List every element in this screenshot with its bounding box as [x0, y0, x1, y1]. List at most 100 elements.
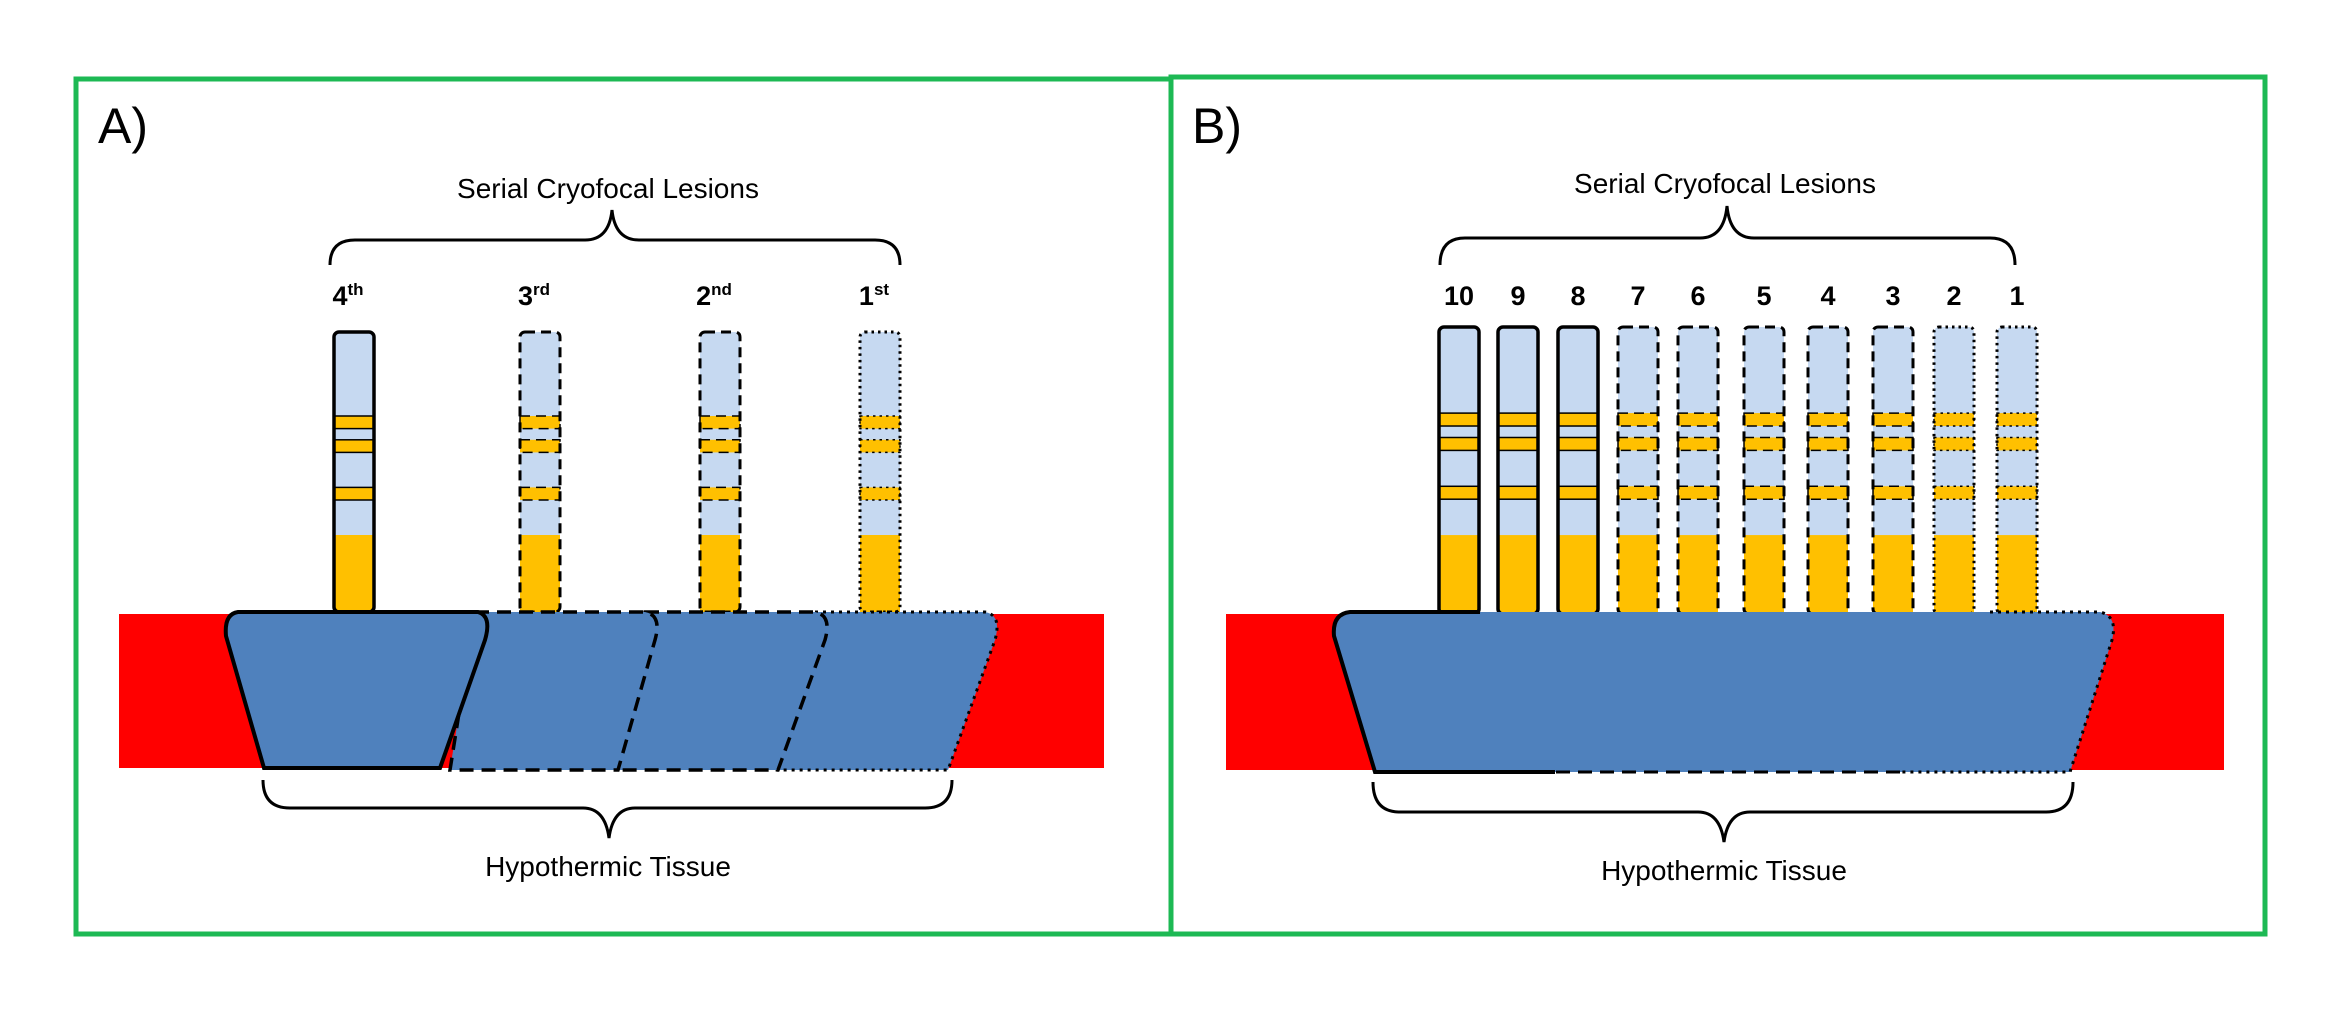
- probe-label: 5: [1756, 281, 1771, 311]
- probe-band-1: [1996, 412, 2038, 427]
- probe-band-1: [519, 415, 561, 430]
- probe-8: 8: [1556, 281, 1600, 616]
- probe-band-2: [519, 439, 561, 454]
- probe-label: 4: [1820, 281, 1835, 311]
- probe-band-1: [1557, 412, 1599, 427]
- probe-band-2: [1497, 436, 1539, 452]
- probe-band-1: [1617, 412, 1659, 427]
- probe-tip: [1498, 535, 1538, 614]
- probe-band-3: [519, 486, 561, 501]
- probe-tip: [860, 535, 900, 612]
- probe-band-1: [1677, 412, 1719, 427]
- probe-outline: [1932, 325, 1976, 616]
- probe-band-2: [699, 439, 741, 454]
- probe-outline: [1995, 325, 2039, 616]
- panel-a-lesion-2nd: [612, 610, 829, 772]
- probe-2nd: 2nd: [696, 280, 742, 614]
- probe-label-superscript: th: [347, 280, 363, 299]
- probe-1: 1: [1995, 281, 2039, 616]
- panel-a-frame: [73, 76, 1174, 937]
- panel-a-lesion-3rd: [447, 610, 659, 772]
- probe-band-3: [1996, 485, 2038, 500]
- probe-band-2: [1933, 436, 1975, 452]
- probe-band-3: [333, 486, 375, 501]
- panel-b-lesion-outline-solid: [1331, 610, 1555, 774]
- probe-label: 7: [1630, 281, 1645, 311]
- probe-band-3: [1807, 485, 1849, 500]
- probe-band-3: [1617, 485, 1659, 500]
- probe-label: 1: [2009, 281, 2024, 311]
- probe-tip: [1744, 535, 1784, 614]
- panel-a-lesion-1st: [773, 610, 999, 772]
- probe-band-1: [1933, 412, 1975, 427]
- probe-tip: [1618, 535, 1658, 614]
- panel-a-bottom-brace: [261, 779, 954, 839]
- probe-band-3: [1677, 485, 1719, 500]
- probe-label: 3rd: [518, 280, 550, 311]
- probe-tip: [520, 535, 560, 612]
- probe-label: 6: [1690, 281, 1705, 311]
- probe-label: 10: [1444, 281, 1474, 311]
- panel-b-bottom-brace-label: Hypothermic Tissue: [1601, 855, 1847, 886]
- probe-band-1: [1743, 412, 1785, 427]
- probe-tip: [1808, 535, 1848, 614]
- probe-band-2: [1617, 436, 1659, 452]
- probe-1st: 1st: [858, 280, 902, 614]
- probe-label: 2nd: [696, 280, 732, 311]
- panel-b-top-brace: [1438, 205, 2017, 266]
- panel-a-lesion-4th: [223, 610, 490, 770]
- probe-tip: [334, 535, 374, 612]
- probe-3rd: 3rd: [518, 280, 562, 614]
- probe-band-2: [1996, 436, 2038, 452]
- probe-tip: [1934, 535, 1974, 614]
- probe-band-1: [1872, 412, 1914, 427]
- probe-outline: [858, 330, 902, 614]
- probe-9: 9: [1496, 281, 1540, 616]
- probe-tip: [1439, 535, 1479, 614]
- probe-tip: [1678, 535, 1718, 614]
- panel-b-probes: 10 9 8 7 6 5 4 3 2 1: [1437, 281, 2039, 616]
- probe-band-2: [1438, 436, 1480, 452]
- probe-label-superscript: rd: [533, 280, 550, 299]
- panel-b-lesion-outline-dotted: [1900, 610, 2115, 774]
- probe-label-superscript: st: [874, 280, 889, 299]
- probe-band-1: [1438, 412, 1480, 427]
- panel-b-bottom-brace: [1371, 781, 2075, 843]
- probe-label-superscript: nd: [711, 280, 732, 299]
- probe-outline: [518, 330, 562, 614]
- probe-band-2: [1557, 436, 1599, 452]
- probe-3: 3: [1871, 281, 1915, 616]
- panel-b-top-brace-label: Serial Cryofocal Lesions: [1574, 168, 1876, 199]
- probe-2: 2: [1932, 281, 1976, 616]
- probe-band-2: [1872, 436, 1914, 452]
- probe-tip: [1873, 535, 1913, 614]
- probe-band-3: [1497, 485, 1539, 500]
- probe-label: 9: [1510, 281, 1525, 311]
- probe-band-3: [1557, 485, 1599, 500]
- probe-band-3: [1933, 485, 1975, 500]
- probe-label: 2: [1946, 281, 1961, 311]
- probe-10: 10: [1437, 281, 1481, 616]
- probe-band-1: [333, 415, 375, 430]
- panel-b-frame: [1168, 74, 2268, 937]
- probe-5: 5: [1742, 281, 1786, 616]
- probe-6: 6: [1676, 281, 1720, 616]
- probe-band-1: [1807, 412, 1849, 427]
- probe-band-3: [1872, 485, 1914, 500]
- panel-a-top-brace-label: Serial Cryofocal Lesions: [457, 173, 759, 204]
- probe-band-2: [859, 439, 901, 454]
- probe-band-1: [859, 415, 901, 430]
- probe-tip: [700, 535, 740, 612]
- panel-a-probes: 4th 3rd 2nd 1st: [332, 280, 902, 614]
- probe-label: 3: [1885, 281, 1900, 311]
- probe-label: 8: [1570, 281, 1585, 311]
- probe-label: 4th: [332, 280, 363, 311]
- probe-4th: 4th: [332, 280, 376, 614]
- panel-b-lesion-merged: [1333, 612, 2114, 772]
- probe-band-2: [1807, 436, 1849, 452]
- probe-band-1: [699, 415, 741, 430]
- probe-label: 1st: [859, 280, 889, 311]
- panel-a-label: A): [98, 98, 148, 154]
